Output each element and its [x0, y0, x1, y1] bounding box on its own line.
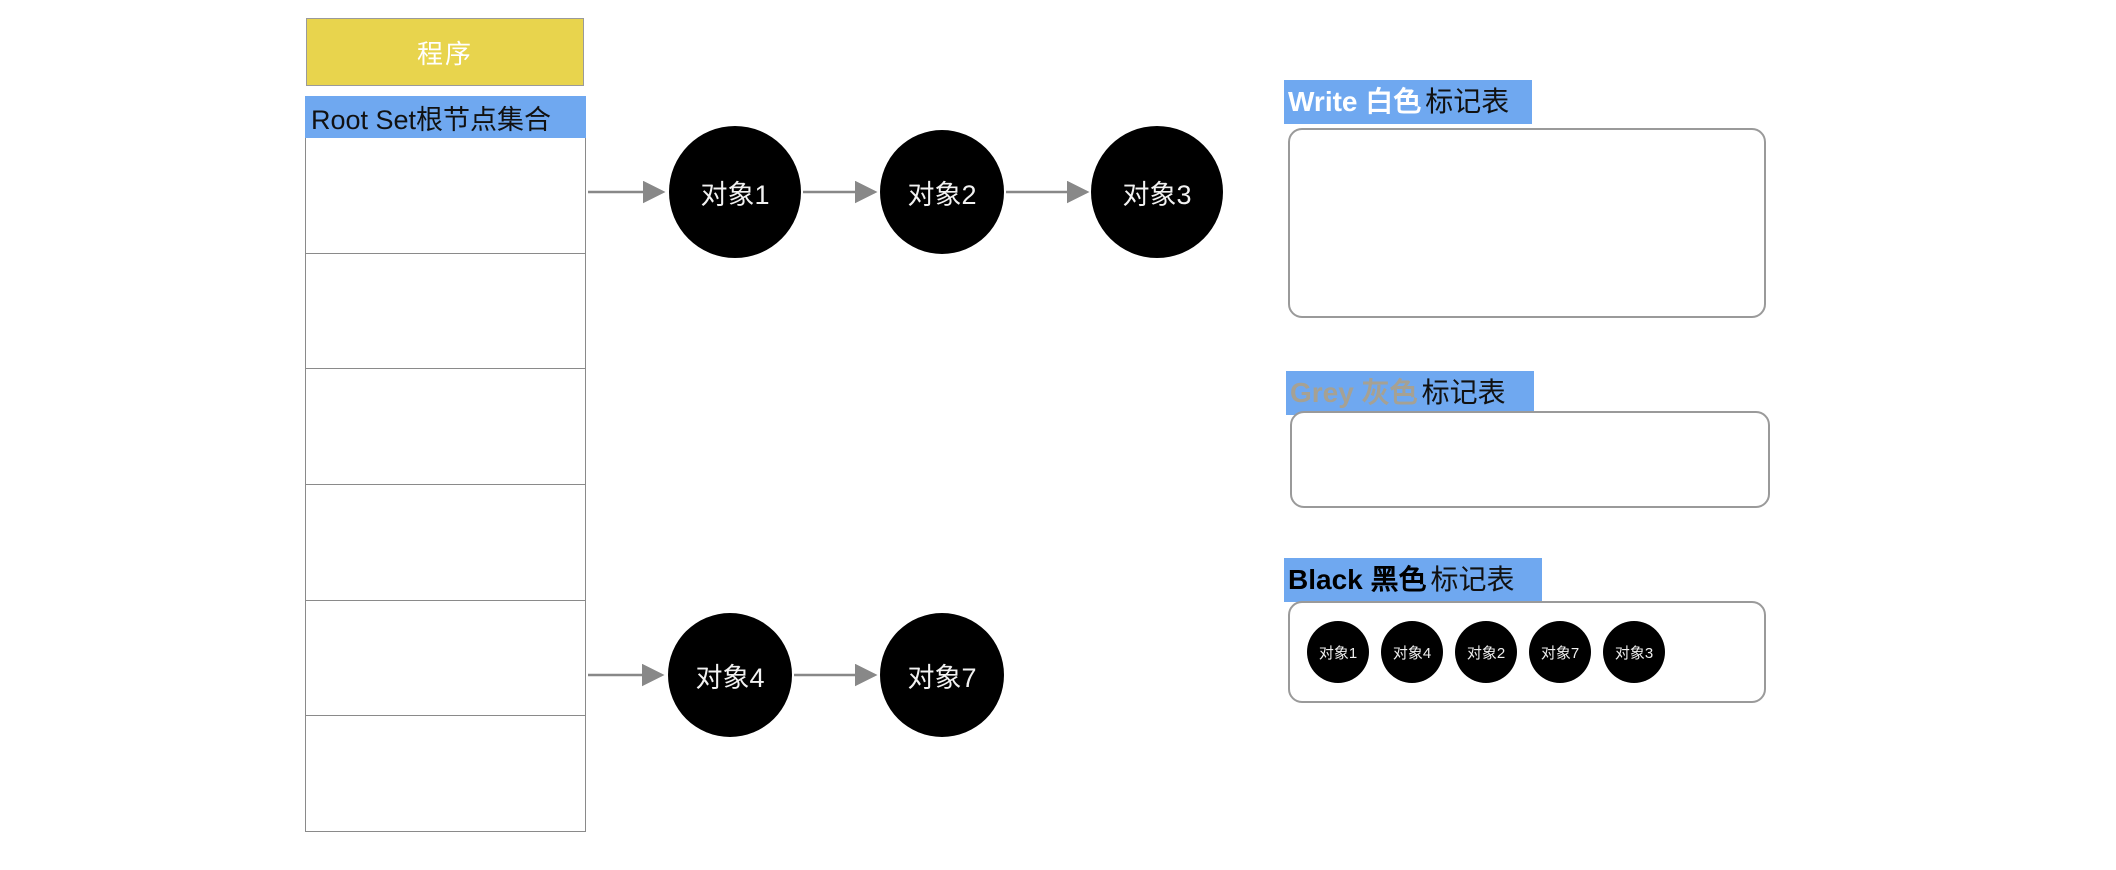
- node-obj4-label: 对象4: [695, 662, 765, 693]
- grey-mark-table-box: [1290, 411, 1770, 508]
- root-set-row-6: [306, 716, 585, 831]
- node-obj7: 对象7: [880, 613, 1004, 737]
- root-set-row-2: [306, 254, 585, 370]
- node-obj2-label: 对象2: [907, 179, 977, 210]
- program-label: 程序: [416, 38, 473, 69]
- root-set-row-5: [306, 601, 585, 717]
- node-obj3-label: 对象3: [1122, 179, 1192, 210]
- node-obj7-label: 对象7: [907, 662, 977, 693]
- white-mark-table-tail: 标记表: [1425, 86, 1510, 117]
- root-set-row-1: [306, 138, 585, 254]
- root-set-header: Root Set根节点集合: [305, 96, 586, 138]
- black-mark-chip: 对象3: [1603, 621, 1665, 683]
- black-mark-table-tail: 标记表: [1430, 564, 1515, 595]
- black-mark-chip-label: 对象4: [1392, 644, 1432, 662]
- black-mark-table-label: Black 黑色标记表: [1284, 558, 1542, 602]
- grey-mark-table-tail: 标记表: [1421, 377, 1506, 408]
- black-mark-chip-label: 对象1: [1318, 644, 1358, 662]
- white-mark-table-label: Write 白色标记表: [1284, 80, 1532, 124]
- node-obj3: 对象3: [1091, 126, 1223, 258]
- black-mark-chip-label: 对象3: [1614, 644, 1654, 662]
- black-mark-chip-label: 对象2: [1466, 644, 1506, 662]
- program-box: 程序: [306, 18, 584, 86]
- black-mark-chip-label: 对象7: [1540, 644, 1580, 662]
- grey-mark-table-label: Grey 灰色标记表: [1286, 371, 1534, 415]
- black-mark-table-keyword: Black 黑色: [1288, 564, 1427, 595]
- root-set-header-label: Root Set根节点集合: [311, 104, 552, 135]
- black-mark-chip: 对象4: [1381, 621, 1443, 683]
- black-mark-chip: 对象7: [1529, 621, 1591, 683]
- root-set-row-4: [306, 485, 585, 601]
- root-set-table: [305, 138, 586, 832]
- node-obj4: 对象4: [668, 613, 792, 737]
- node-obj1: 对象1: [669, 126, 801, 258]
- black-mark-chip: 对象1: [1307, 621, 1369, 683]
- white-mark-table-keyword: Write 白色: [1288, 86, 1422, 117]
- black-mark-table-items: 对象1 对象4 对象2 对象7 对象3: [1307, 621, 1665, 683]
- white-mark-table-box: [1288, 128, 1766, 318]
- node-obj1-label: 对象1: [700, 179, 770, 210]
- black-mark-chip: 对象2: [1455, 621, 1517, 683]
- node-obj2: 对象2: [880, 130, 1004, 254]
- root-set-row-3: [306, 369, 585, 486]
- grey-mark-table-keyword: Grey 灰色: [1290, 377, 1418, 408]
